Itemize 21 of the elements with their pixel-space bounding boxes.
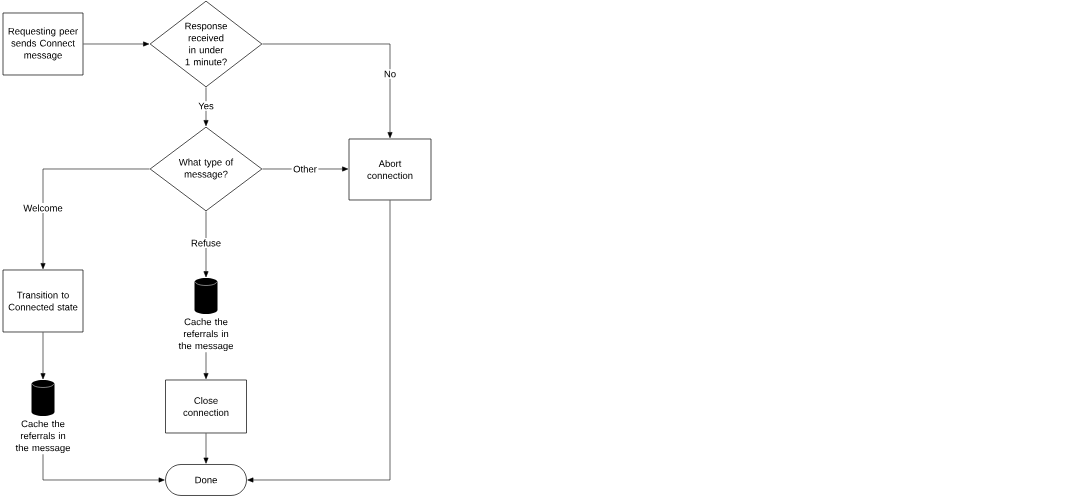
arrow — [203, 211, 209, 278]
arrow — [203, 433, 209, 464]
edge-label: Other — [291, 164, 319, 174]
arrow — [262, 43, 393, 139]
edge-label: Refuse — [189, 238, 223, 248]
arrow — [203, 87, 209, 127]
edge-label: No — [382, 69, 398, 79]
edge-label: Welcome — [21, 203, 65, 213]
process-box: Close connection — [165, 379, 247, 434]
arrow — [83, 41, 150, 47]
caption-text: Cache the referrals in the message — [15, 420, 71, 454]
process-box: Abort connection — [348, 138, 432, 201]
arrow — [42, 453, 165, 483]
caption-text: Cache the referrals in the message — [178, 318, 234, 352]
arrow — [40, 332, 46, 380]
arrow — [247, 200, 391, 483]
arrow — [203, 351, 209, 380]
process-box: Transition to Connected state — [2, 269, 84, 333]
arrow — [40, 168, 150, 270]
process-box: Requesting peer sends Connect message — [2, 12, 84, 76]
edge-label: Yes — [196, 101, 216, 111]
